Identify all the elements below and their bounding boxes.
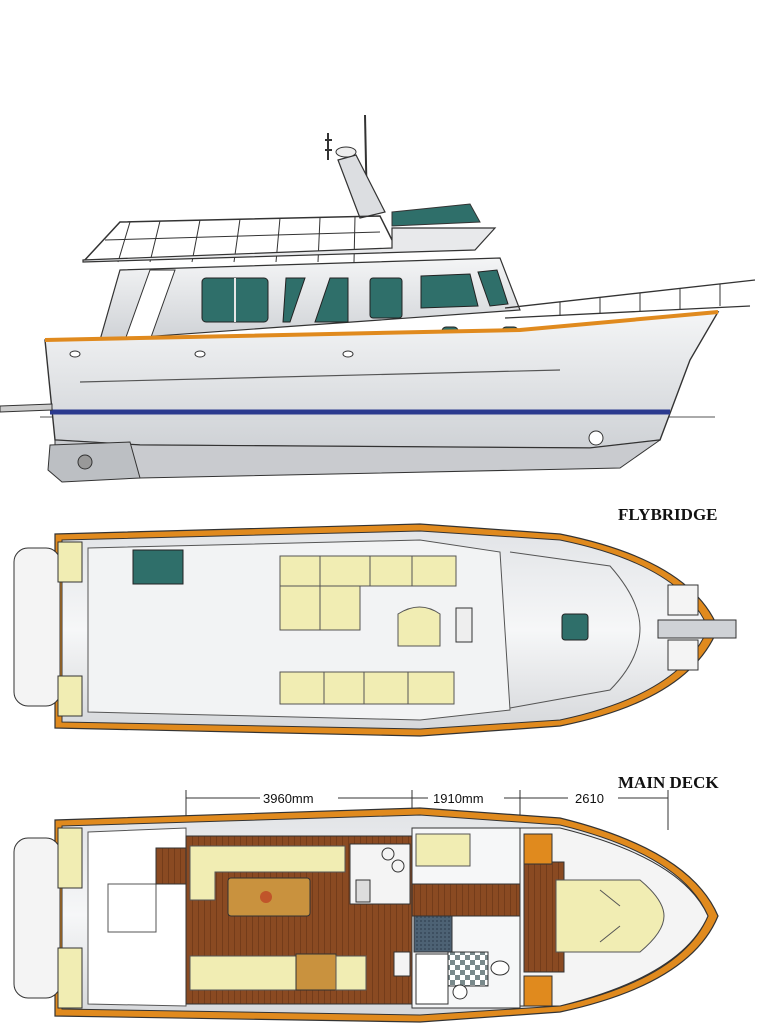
rub-rail	[44, 310, 719, 342]
forward-locker-top	[523, 833, 553, 865]
dimension-forward: 2610	[575, 791, 604, 806]
pillow-lines	[599, 889, 621, 943]
flybridge-deck	[82, 227, 497, 263]
helm-station-lower	[393, 951, 411, 977]
helm-console	[455, 607, 473, 643]
flybridge-aft-cushion-top	[57, 541, 83, 583]
door-window	[369, 277, 403, 319]
v-berth	[555, 879, 665, 953]
head-vanity	[415, 953, 449, 1005]
flybridge-windscreen	[509, 551, 641, 709]
swim-platform-plan	[13, 547, 61, 707]
dimension-galley: 1910mm	[433, 791, 484, 806]
propeller-icon	[77, 454, 93, 470]
dimension-lines: 3960mm 1910mm 2610	[185, 790, 669, 830]
flybridge-rail	[82, 215, 393, 263]
lazarette-hatch	[107, 883, 157, 933]
bow-rail	[504, 279, 756, 319]
flybridge-bench	[279, 671, 455, 705]
forward-hatch	[561, 613, 589, 641]
salon-settee	[189, 845, 346, 901]
salon-window-2	[282, 277, 306, 323]
radar-dome-icon	[335, 146, 357, 158]
light-mast-icon	[325, 133, 332, 160]
salon-sofa	[189, 955, 297, 991]
galley-sink	[355, 879, 371, 903]
main-deck-label: MAIN DECK	[618, 773, 719, 792]
anchor-locker-top	[667, 584, 699, 616]
companionway	[411, 883, 521, 917]
swim-platform	[0, 403, 53, 413]
salon-chair	[335, 955, 367, 991]
stove-burner-icon	[381, 847, 395, 861]
bimini-top	[391, 203, 481, 227]
radar-arch	[337, 154, 386, 219]
forward-locker-bottom	[523, 975, 553, 1007]
toilet-icon	[490, 960, 510, 976]
wash-basin-icon	[452, 984, 468, 1000]
main-deck-plan	[13, 807, 719, 1023]
bow-thruster-icon	[588, 430, 604, 446]
dimension-salon: 3960mm	[263, 791, 314, 806]
flybridge-hatch	[132, 549, 184, 585]
swim-platform-main	[13, 837, 61, 999]
stove-burner-icon-2	[391, 859, 405, 873]
helm-window	[420, 273, 479, 309]
stateroom-carpet	[413, 915, 453, 953]
flybridge-aft-cushion-bottom	[57, 675, 83, 717]
flybridge-plan	[13, 523, 737, 737]
cockpit-seat-bottom	[57, 947, 83, 1009]
guest-berth	[415, 833, 471, 867]
helm-seat-icon	[397, 606, 441, 647]
flybridge-label: FLYBRIDGE	[618, 505, 718, 524]
flybridge-l-settee	[279, 555, 457, 631]
profile-view	[0, 114, 756, 483]
bowsprit	[657, 619, 737, 639]
anchor-locker-bottom	[667, 639, 699, 671]
cockpit-seat-top	[57, 827, 83, 889]
skeg-rudder	[47, 441, 141, 483]
windshield	[477, 269, 509, 307]
side-table	[295, 953, 337, 991]
hull-sheer-line	[79, 369, 561, 383]
flybridge-rail-mid	[104, 231, 381, 241]
stairs-to-flybridge	[155, 847, 187, 885]
flower-vase-icon	[260, 891, 272, 903]
salon-window-3	[314, 277, 349, 323]
head-floor	[447, 951, 489, 987]
